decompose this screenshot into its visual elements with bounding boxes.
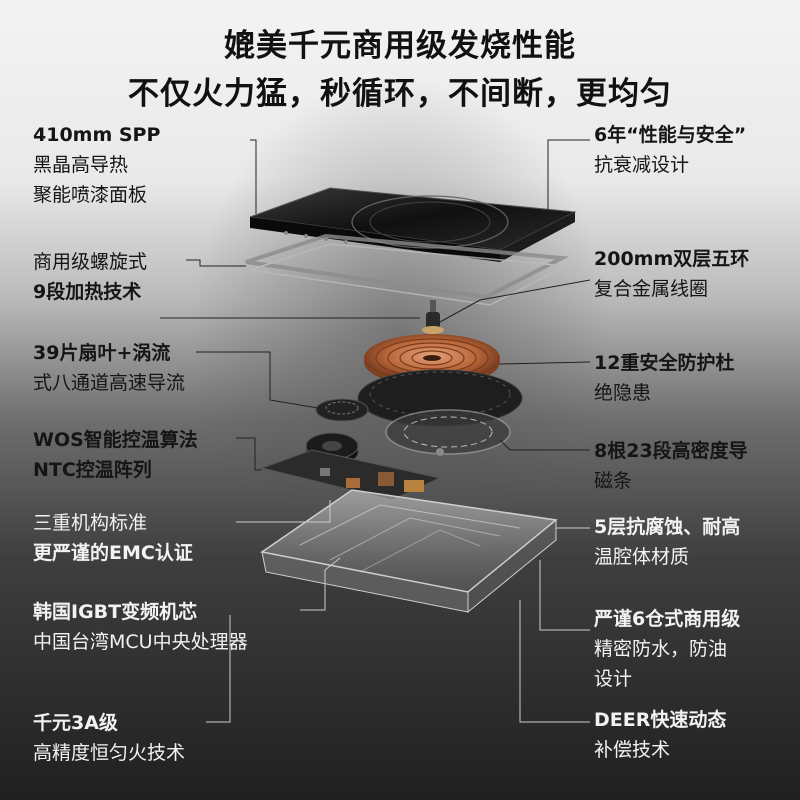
- feature-label: 商用级螺旋式: [33, 251, 148, 273]
- feature-label: 8根23段高密度导: [594, 440, 748, 462]
- feature-label: 410mm SPP: [33, 124, 161, 146]
- feature-label: 精密防水，防油: [594, 638, 728, 660]
- feature-label: 严谨6仓式商用级: [594, 608, 741, 630]
- feature-label: 聚能喷漆面板: [33, 184, 148, 206]
- feature-corrosion-resistance: 5层抗腐蚀、耐高 温腔体材质: [594, 512, 740, 572]
- temperature-sensor: [422, 300, 444, 334]
- feature-label: 设计: [594, 668, 633, 690]
- feature-temperature-control: WOS智能控温算法 NTC控温阵列: [33, 425, 198, 485]
- feature-label: 补偿技术: [594, 739, 671, 761]
- feature-waterproof: 严谨6仓式商用级 精密防水，防油 设计: [594, 604, 740, 694]
- feature-label: 温腔体材质: [594, 546, 690, 568]
- feature-label: 5层抗腐蚀、耐高: [594, 516, 741, 538]
- feature-magnetic-strips: 8根23段高密度导 磁条: [594, 436, 748, 496]
- circuit-board: [260, 449, 442, 501]
- feature-label: 39片扇叶+涡流: [33, 342, 171, 364]
- cooling-fan: [315, 398, 369, 422]
- feature-label: 9段加热技术: [33, 281, 142, 303]
- feature-label: 复合金属线圈: [594, 278, 709, 300]
- feature-label: 6年“性能与安全”: [594, 124, 747, 146]
- feature-label: 中国台湾MCU中央处理器: [33, 631, 248, 653]
- subheadline: 不仅火力猛，秒循环，不间断，更均匀: [128, 76, 672, 112]
- feature-igbt-mcu: 韩国IGBT变频机芯 中国台湾MCU中央处理器: [33, 597, 248, 657]
- headline: 媲美千元商用级发烧性能: [224, 28, 576, 64]
- feature-label: 黑晶高导热: [33, 154, 129, 176]
- magnetic-strip-disc: [385, 409, 511, 456]
- feature-label: 千元3A级: [33, 712, 118, 734]
- feature-safety-protection: 12重安全防护杜 绝隐患: [594, 348, 734, 408]
- feature-label: 绝隐患: [594, 382, 652, 404]
- feature-label: NTC控温阵列: [33, 459, 152, 481]
- feature-constant-heat: 千元3A级 高精度恒匀火技术: [33, 708, 185, 768]
- feature-dual-layer-coil: 200mm双层五环 复合金属线圈: [594, 244, 749, 304]
- feature-label: 三重机构标准: [33, 512, 148, 534]
- coil-base-plate: [357, 369, 523, 427]
- feature-panel-material: 410mm SPP 黑晶高导热 聚能喷漆面板: [33, 120, 160, 210]
- feature-label: WOS智能控温算法: [33, 429, 198, 451]
- feature-label: 磁条: [594, 470, 633, 492]
- base-tray: [260, 489, 558, 614]
- support-frame: [245, 233, 570, 306]
- feature-label: 200mm双层五环: [594, 248, 750, 270]
- feature-spiral-heating: 商用级螺旋式 9段加热技术: [33, 247, 147, 307]
- feature-label: DEER快速动态: [594, 709, 727, 731]
- feature-durability: 6年“性能与安全” 抗衰减设计: [594, 120, 746, 180]
- feature-label: 抗衰减设计: [594, 154, 690, 176]
- feature-emc-certification: 三重机构标准 更严谨的EMC认证: [33, 508, 193, 568]
- feature-label: 更严谨的EMC认证: [33, 542, 193, 564]
- feature-dynamic-compensation: DEER快速动态 补偿技术: [594, 705, 726, 765]
- feature-fan-airflow: 39片扇叶+涡流 式八通道高速导流: [33, 338, 185, 398]
- feature-label: 高精度恒匀火技术: [33, 742, 186, 764]
- feature-label: 12重安全防护杜: [594, 352, 735, 374]
- feature-label: 韩国IGBT变频机芯: [33, 601, 198, 623]
- feature-label: 式八通道高速导流: [33, 372, 186, 394]
